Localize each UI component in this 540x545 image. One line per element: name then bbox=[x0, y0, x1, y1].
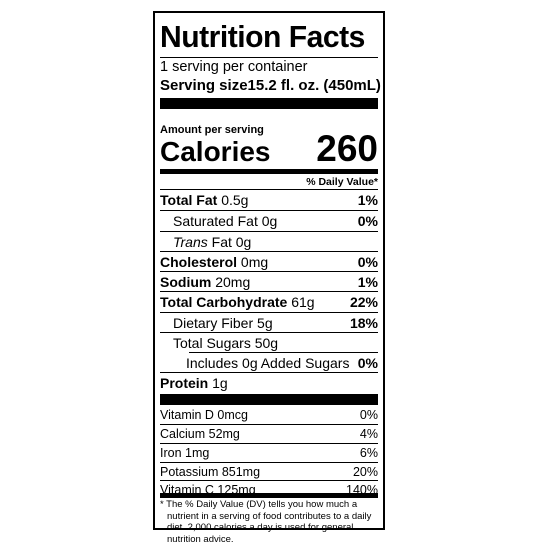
nutrient-amount: 1g bbox=[212, 375, 228, 391]
calories-value: 260 bbox=[316, 128, 378, 169]
nutrient-row-protein: Protein 1g bbox=[160, 373, 378, 393]
serving-size-value: 15.2 fl. oz. (450mL) bbox=[247, 77, 381, 94]
divider bbox=[160, 271, 378, 272]
calories-row: Calories 260 bbox=[160, 128, 378, 169]
nutrient-name: Total Carbohydrate bbox=[160, 294, 288, 310]
divider bbox=[160, 443, 378, 444]
nutrient-row-total-carbohydrate: Total Carbohydrate 61g 22% bbox=[160, 292, 378, 312]
nutrient-amount: 0.5g bbox=[221, 192, 249, 208]
vitamin-row: Calcium 52mg 4% bbox=[160, 425, 378, 443]
vitamin-dv: 0% bbox=[359, 408, 378, 422]
divider bbox=[189, 352, 378, 353]
nutrient-name: Cholesterol bbox=[160, 254, 238, 270]
divider bbox=[160, 57, 378, 58]
nutrient-amount: 0g bbox=[235, 234, 252, 250]
nutrient-dv: 22% bbox=[349, 294, 378, 310]
vitamin-dv: 4% bbox=[359, 427, 378, 441]
nutrient-dv: 0% bbox=[357, 254, 378, 270]
divider bbox=[160, 291, 378, 292]
vitamin-dv: 6% bbox=[359, 446, 378, 460]
nutrient-name-suffix: Fat bbox=[207, 234, 232, 250]
medium-divider bbox=[160, 169, 378, 174]
nutrient-amount: 61g bbox=[291, 294, 315, 310]
divider bbox=[160, 189, 378, 190]
medium-divider bbox=[160, 493, 378, 498]
vitamin-row: Iron 1mg 6% bbox=[160, 444, 378, 462]
nutrient-row-saturated-fat: Saturated Fat 0g 0% bbox=[160, 211, 378, 231]
vitamin-name: Iron 1mg bbox=[160, 446, 210, 460]
nutrient-dv: 1% bbox=[357, 192, 378, 208]
nutrient-row-sodium: Sodium 20mg 1% bbox=[160, 272, 378, 292]
thick-divider bbox=[160, 394, 378, 405]
nutrient-name: Total Fat bbox=[160, 192, 218, 208]
calories-label: Calories bbox=[160, 136, 271, 167]
nutrient-row-cholesterol: Cholesterol 0mg 0% bbox=[160, 252, 378, 272]
nutrient-name: Dietary Fiber bbox=[173, 315, 254, 331]
label-title: Nutrition Facts bbox=[160, 19, 365, 54]
nutrient-row-trans-fat: Trans Fat 0g bbox=[160, 232, 378, 252]
nutrient-amount: 0mg bbox=[240, 254, 269, 270]
nutrient-row-dietary-fiber: Dietary Fiber 5g 18% bbox=[160, 313, 378, 333]
divider bbox=[160, 231, 378, 232]
amount-per-serving: Amount per serving bbox=[160, 124, 264, 136]
nutrient-name: Protein bbox=[160, 375, 209, 391]
nutrient-dv: 1% bbox=[357, 274, 378, 290]
vitamin-row: Vitamin D 0mcg 0% bbox=[160, 406, 378, 424]
divider bbox=[160, 251, 378, 252]
divider bbox=[160, 210, 378, 211]
nutrient-name: Total Sugars bbox=[173, 335, 251, 351]
serving-size-row: Serving size 15.2 fl. oz. (450mL) bbox=[160, 76, 381, 96]
serving-size-label: Serving size bbox=[160, 77, 248, 94]
nutrient-name: Saturated Fat bbox=[173, 213, 258, 229]
nutrient-amount: 20mg bbox=[215, 274, 251, 290]
nutrient-amount: 50g bbox=[254, 335, 279, 351]
nutrient-amount: 5g bbox=[257, 315, 273, 331]
divider bbox=[160, 480, 378, 481]
servings-per-container: 1 serving per container bbox=[160, 59, 308, 75]
vitamin-row: Potassium 851mg 20% bbox=[160, 463, 378, 481]
vitamin-name: Calcium 52mg bbox=[160, 427, 240, 441]
vitamin-name: Potassium 851mg bbox=[160, 465, 261, 479]
thick-divider bbox=[160, 98, 378, 109]
nutrient-name: Sodium bbox=[160, 274, 212, 290]
daily-value-header: % Daily Value* bbox=[306, 176, 378, 188]
footnote: * The % Daily Value (DV) tells you how m… bbox=[160, 499, 378, 545]
divider bbox=[160, 312, 378, 313]
nutrient-amount: 0g bbox=[261, 213, 278, 229]
divider bbox=[160, 372, 378, 373]
nutrient-row-total-fat: Total Fat 0.5g 1% bbox=[160, 190, 378, 210]
nutrient-row-added-sugars: Includes 0g Added Sugars 0% bbox=[160, 353, 378, 373]
nutrient-dv: 0% bbox=[357, 213, 378, 229]
vitamin-dv: 20% bbox=[352, 465, 378, 479]
footnote-text: * The % Daily Value (DV) tells you how m… bbox=[160, 499, 372, 545]
nutrient-row-total-sugars: Total Sugars 50g bbox=[160, 333, 378, 353]
nutrition-facts-label: Nutrition Facts 1 serving per container … bbox=[153, 11, 385, 545]
nutrient-dv: 18% bbox=[349, 315, 378, 331]
nutrient-name: Trans bbox=[173, 234, 208, 250]
divider bbox=[160, 424, 378, 425]
nutrient-dv: 0% bbox=[357, 355, 378, 371]
divider bbox=[160, 332, 378, 333]
divider bbox=[160, 462, 378, 463]
vitamin-name: Vitamin D 0mcg bbox=[160, 408, 248, 422]
nutrient-name: Includes 0g Added Sugars bbox=[186, 355, 350, 371]
